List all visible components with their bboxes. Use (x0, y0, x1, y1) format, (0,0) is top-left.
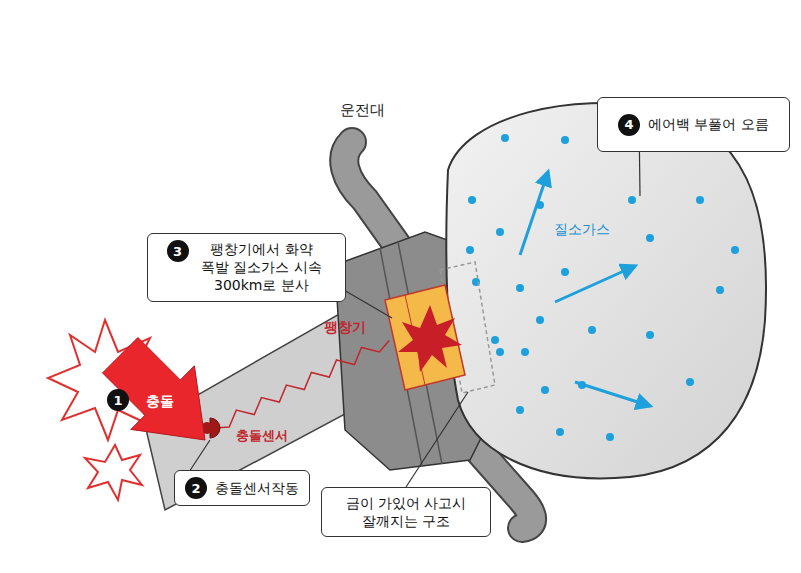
gas-label: 질소가스 (554, 221, 610, 239)
callout-text: 금이 가있어 사고시 잘깨지는 구조 (336, 494, 476, 530)
part-name: 팽창기 (324, 319, 366, 337)
gas-arrow (575, 382, 650, 406)
impact-burst (85, 445, 142, 500)
leader-line (346, 291, 392, 318)
callout-box: 2 충돌센서작동 (174, 470, 310, 506)
leader-line (190, 440, 210, 470)
signal-zigzag (214, 340, 389, 428)
callout-box: 금이 가있어 사고시 잘깨지는 구조 (321, 487, 491, 537)
part-name: 충돌센서 (236, 427, 288, 445)
steering-rim (344, 142, 402, 252)
callout-number: 1 (107, 389, 129, 411)
part-name: 운전대 (340, 101, 385, 120)
arrow-text: 충돌 (146, 393, 174, 411)
steering-rim (344, 142, 402, 252)
gas-arrow (520, 172, 548, 255)
inflator (385, 285, 465, 390)
gas-dots (466, 134, 739, 441)
callout-number: 3 (167, 240, 189, 262)
explosion (398, 305, 462, 372)
callout-number: 2 (185, 477, 207, 499)
callout-box: 4 에어백 부풀어 오름 (597, 97, 790, 152)
callout-text: 충돌센서작동 (215, 479, 299, 497)
callout-text: 팽창기에서 화약 폭발 질소가스 시속 300km로 분사 (197, 240, 327, 295)
gas-arrow (555, 266, 635, 302)
leader-line (406, 392, 468, 487)
impact-arrow (103, 338, 206, 441)
callout-number: 4 (618, 114, 640, 136)
callout-box: 3 팽창기에서 화약 폭발 질소가스 시속 300km로 분사 (147, 233, 346, 302)
airbag (446, 103, 766, 478)
callout-text: 에어백 부풀어 오름 (648, 115, 769, 133)
leader-line (639, 152, 641, 196)
